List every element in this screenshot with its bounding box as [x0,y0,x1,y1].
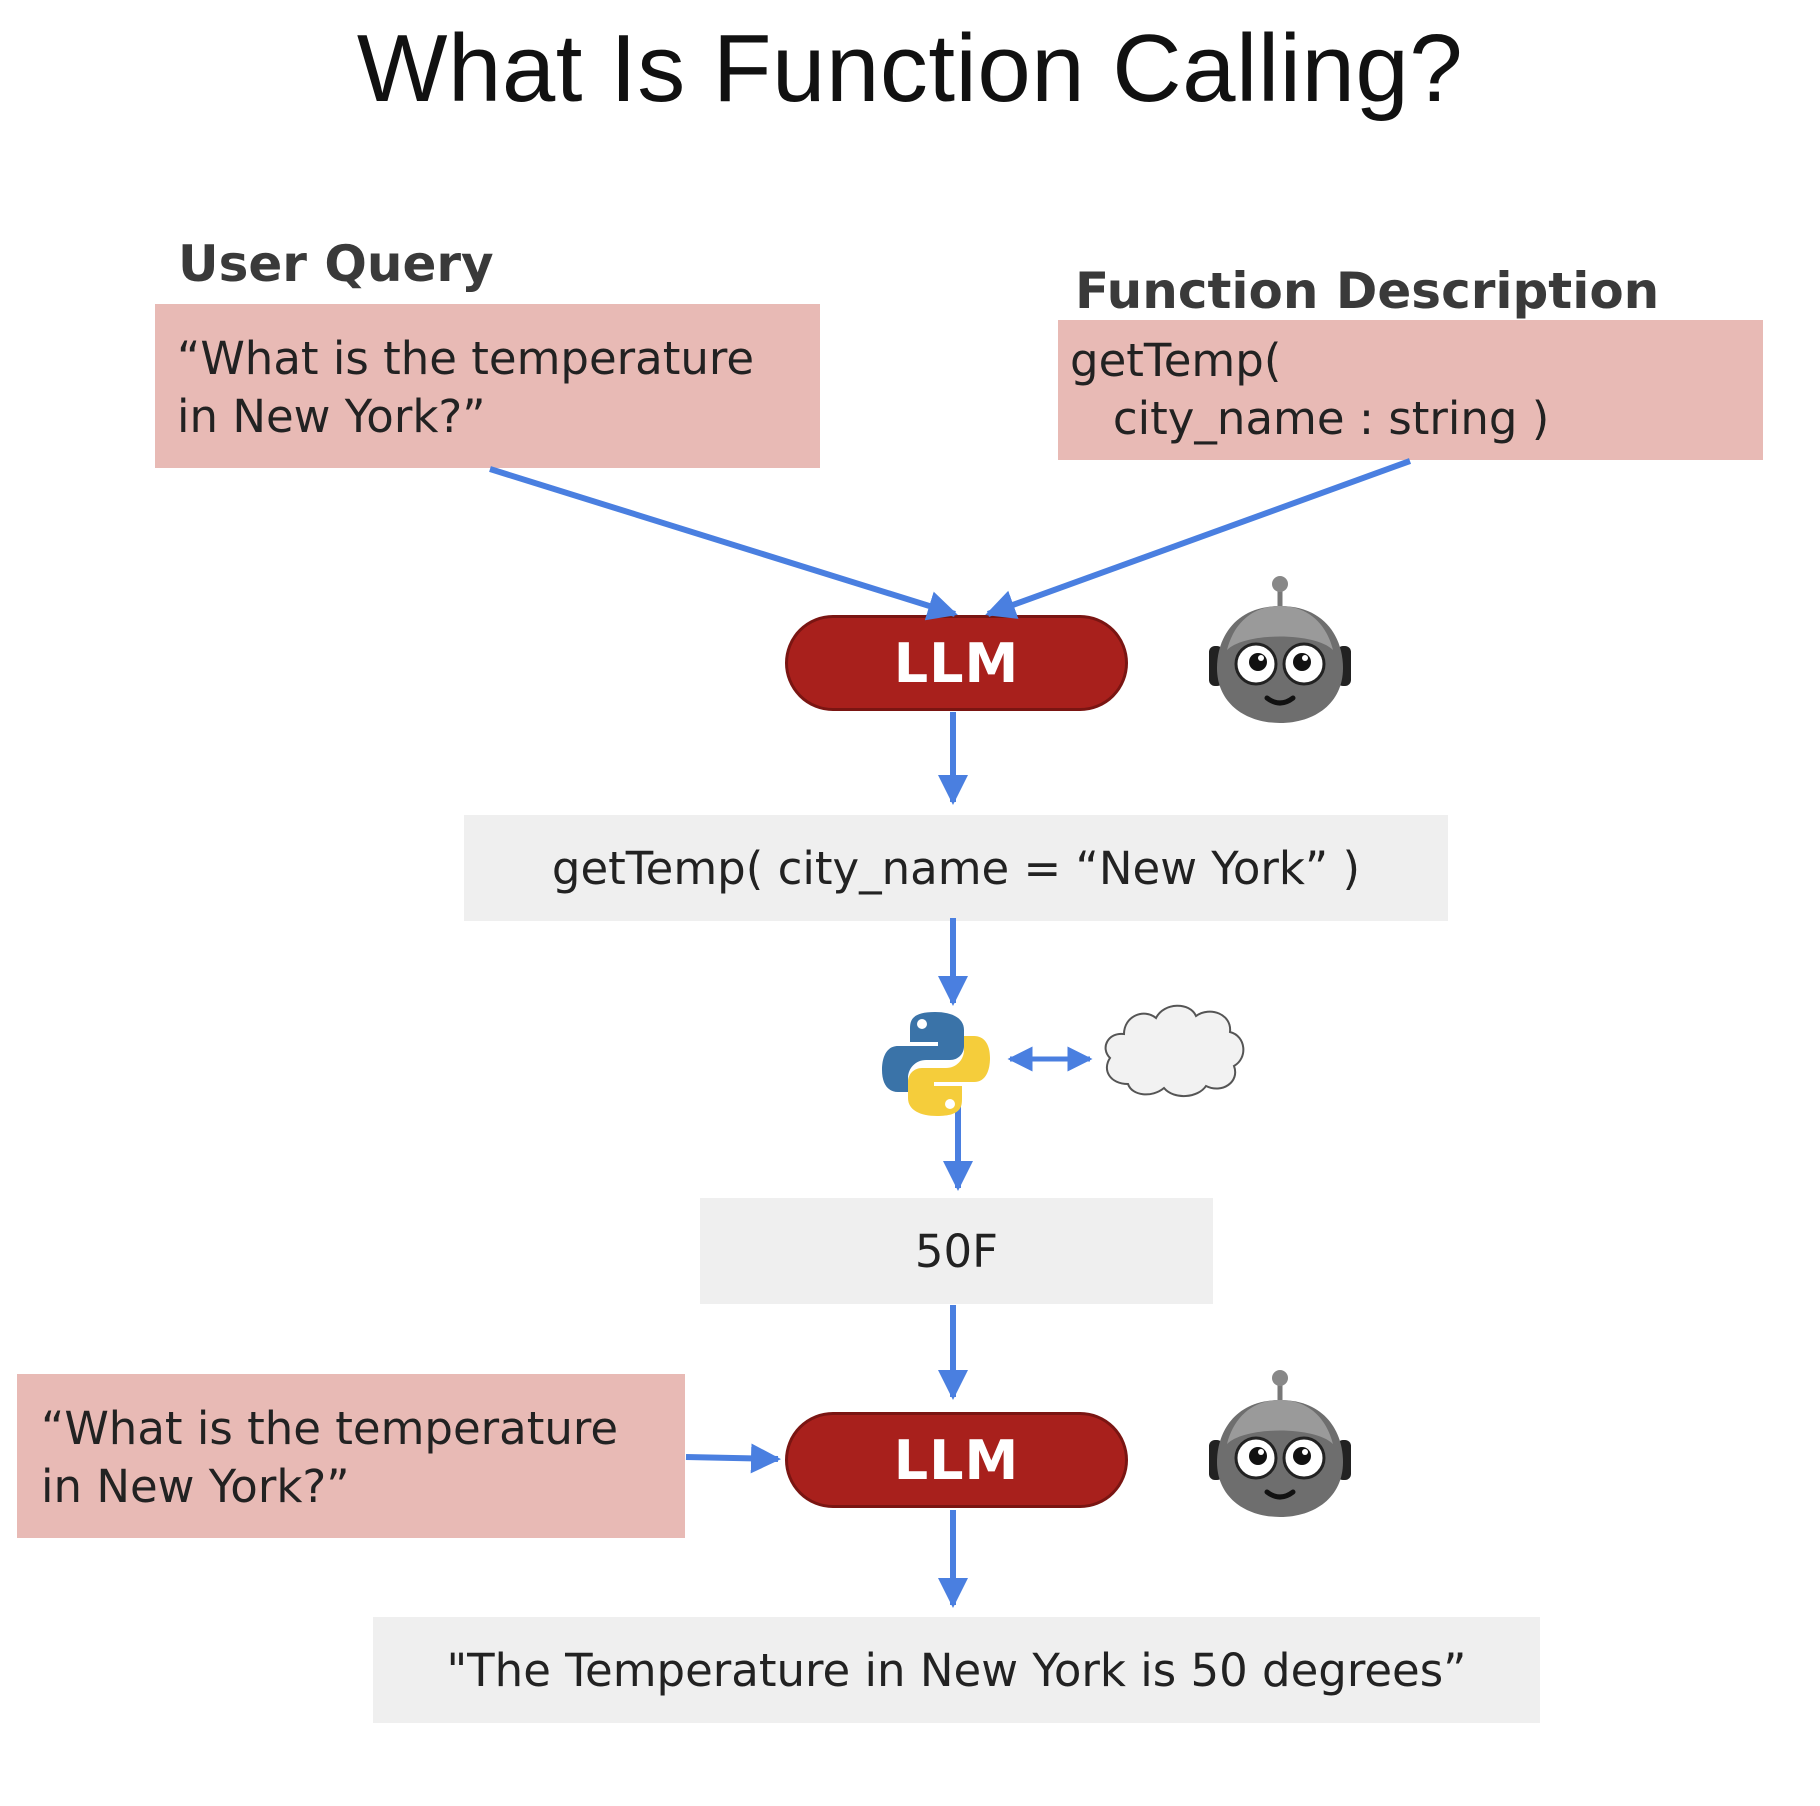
function-call-box: getTemp( city_name = “New York” ) [464,815,1448,921]
robot-icon [1209,576,1351,723]
function-result-box: 50F [700,1198,1213,1304]
python-logo-icon [882,1012,990,1116]
cloud-icon [1104,1004,1245,1097]
function-description-box: getTemp( city_name : string ) [1058,320,1763,460]
user-query-line-2: in New York?” [177,390,486,443]
user-query-box: “What is the temperature in New York?” [155,304,820,468]
second-query-line-2: in New York?” [41,1460,350,1513]
second-query-line-1: “What is the temperature [41,1402,619,1455]
function-description-label: Function Description [1075,262,1660,320]
function-description-line-2: city_name : string ) [1070,392,1550,445]
page-title: What Is Function Calling? [356,15,1464,122]
llm-node-1: LLM [785,615,1128,711]
function-description-line-1: getTemp( [1070,334,1282,387]
second-query-box: “What is the temperature in New York?” [17,1374,685,1538]
arrow-query-to-llm [489,466,958,621]
llm-node-2: LLM [785,1412,1128,1508]
robot-icon [1209,1370,1351,1517]
final-answer-box: "The Temperature in New York is 50 degre… [373,1617,1540,1723]
arrow-query2-to-llm [685,1443,781,1474]
user-query-line-1: “What is the temperature [177,332,755,385]
user-query-label: User Query [178,235,494,293]
